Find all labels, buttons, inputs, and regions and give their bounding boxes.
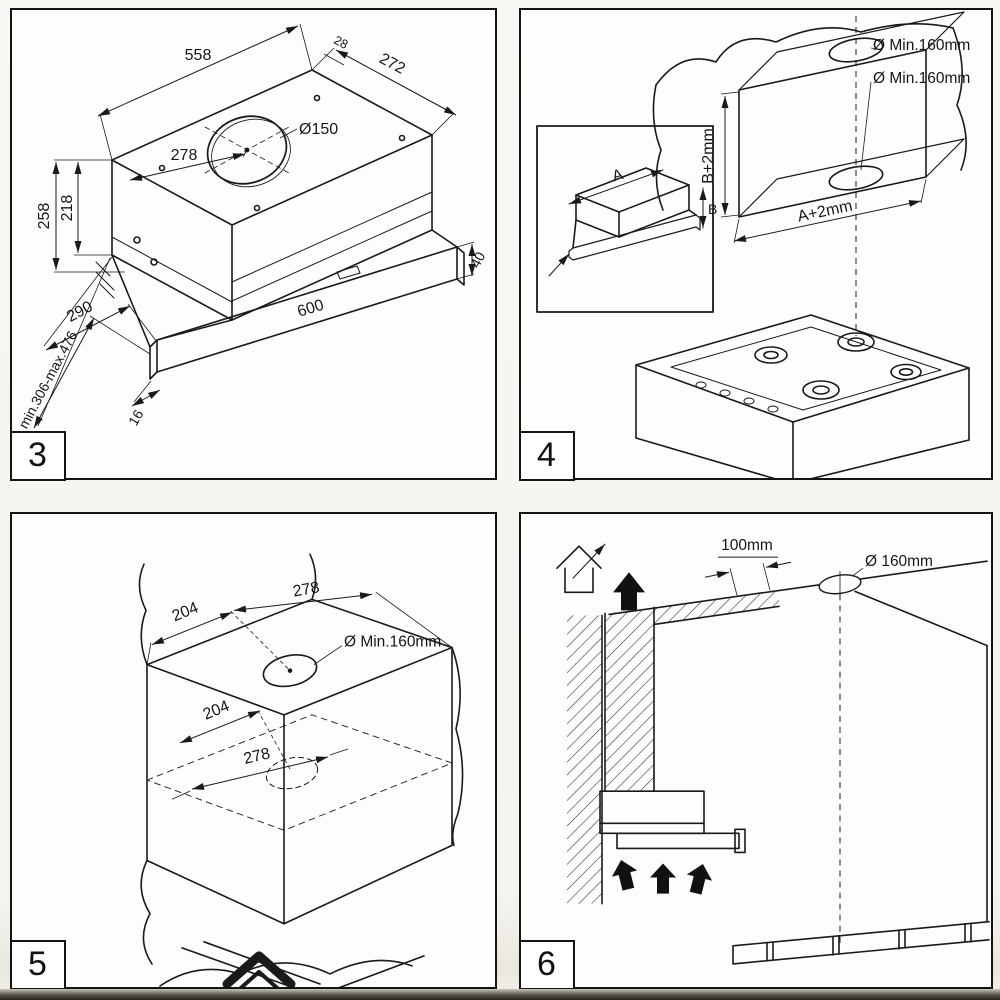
top-duct-hole: [828, 37, 884, 63]
dim-in-278: 278: [242, 744, 272, 768]
panel-hole-positions: 204 278 Ø Min.160mm 204 278 5: [9, 512, 497, 990]
hood-side-view: [599, 790, 746, 854]
dim-218: 218: [59, 195, 76, 222]
dim-40: 40: [467, 249, 489, 270]
airflow-up-arrow-icon: [650, 863, 676, 894]
step-number-box: 4: [518, 430, 575, 481]
dim-272: 272: [376, 50, 408, 78]
hood-dimensions: 558 272 28 Ø150 278 218 258 290 min.306-…: [15, 23, 489, 431]
step-number: 6: [537, 945, 556, 983]
page-bottom-edge: [0, 989, 1000, 1000]
label-hole-top: Ø Min.160mm: [873, 37, 970, 54]
hob-counter: [635, 314, 970, 478]
control-knobs: [695, 381, 779, 413]
ceiling-line: [608, 560, 988, 616]
label-hole-shelf: Ø Min.160mm: [873, 70, 970, 87]
dim-100mm: 100mm: [721, 537, 773, 554]
dim-in-204: 204: [200, 697, 232, 724]
cabinet-dimensions: Ø Min.160mm Ø Min.160mm B+2mm A+2mm: [700, 37, 970, 244]
dim-hole-150: Ø150: [299, 121, 338, 138]
torn-edges: [138, 553, 464, 987]
dim-hole-160: Ø 160mm: [865, 553, 933, 570]
step-number: 4: [537, 436, 556, 474]
hood-below: [181, 941, 425, 987]
label-hole-min160: Ø Min.160mm: [344, 634, 441, 651]
hood-body: [95, 69, 433, 321]
shelf-duct-hole: [828, 165, 884, 191]
dim-28: 28: [331, 33, 350, 52]
inset-hood-thumbnail: [536, 125, 714, 313]
label-A: A: [610, 166, 625, 185]
panel-hood-dimensions: 558 272 28 Ø150 278 218 258 290 min.306-…: [9, 8, 497, 481]
soffit-hatch: [654, 590, 779, 625]
panel-cabinet-cutout: Ø Min.160mm Ø Min.160mm B+2mm A+2mm A B: [518, 8, 993, 481]
dim-600: 600: [295, 297, 326, 321]
hole-dimensions: 204 278 Ø Min.160mm 204 278: [146, 578, 453, 800]
burners: [754, 332, 922, 400]
step-number: 3: [28, 436, 47, 474]
dim-depth-range: min.306-max.476: [15, 328, 80, 431]
duct-hatch: [605, 607, 654, 792]
step-number: 5: [28, 945, 47, 983]
airflow-up-arrow-icon: [686, 863, 713, 895]
duct-dimensions: 100mm Ø 160mm: [704, 537, 933, 596]
telescopic-drawer: [111, 229, 465, 380]
label-B: B: [708, 201, 717, 217]
dim-258: 258: [36, 203, 53, 230]
airflow-up-arrow-icon: [611, 859, 638, 891]
hidden-hole: [265, 756, 319, 790]
intake-airflow-arrows: [611, 859, 713, 895]
wall-hatch: [567, 615, 602, 904]
plinth: [732, 920, 990, 965]
step-number-box: 3: [9, 430, 66, 481]
hole-position-drawing: 204 278 Ø Min.160mm 204 278: [138, 553, 464, 987]
panel-duct-routing: 100mm Ø 160mm 6: [518, 512, 993, 990]
hidden-shelf: [146, 714, 453, 831]
duct: [604, 606, 655, 792]
vent-chevron-icon: [222, 951, 296, 987]
dim-top-204: 204: [169, 598, 201, 625]
dim-558: 558: [185, 47, 212, 64]
hood-dimension-drawing: 558 272 28 Ø150 278 218 258 290 min.306-…: [15, 23, 489, 431]
dim-top-278: 278: [291, 578, 320, 600]
step-number-box: 6: [518, 939, 575, 990]
vent-hatch-marks: [95, 261, 115, 299]
vent-outside-house-icon: [556, 543, 606, 594]
step-number-box: 5: [9, 939, 66, 990]
duct-routing-drawing: 100mm Ø 160mm: [556, 537, 990, 965]
wall-top-line: [854, 590, 988, 647]
wall-cabinet: [738, 11, 965, 218]
cabinet-cutout-drawing: Ø Min.160mm Ø Min.160mm B+2mm A+2mm A B: [536, 11, 970, 478]
top-hole: [262, 654, 318, 688]
dim-16: 16: [125, 407, 147, 429]
dim-278: 278: [171, 147, 198, 164]
airflow-up-arrow-icon: [613, 572, 645, 611]
dim-B2: B+2mm: [700, 128, 717, 184]
